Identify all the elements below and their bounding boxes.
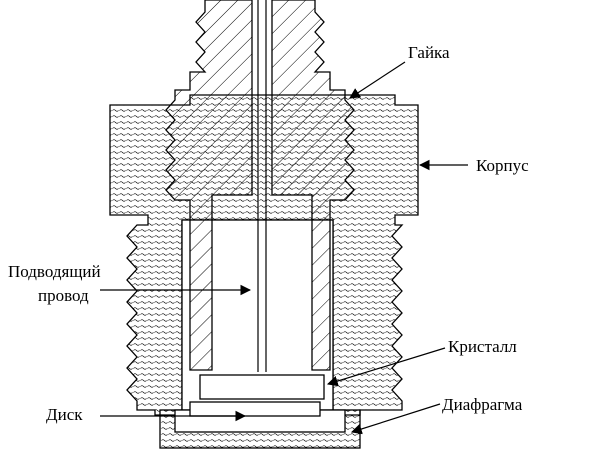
label-diaphragm: Диафрагма — [442, 395, 523, 414]
lead-wire — [257, 0, 267, 372]
label-nut: Гайка — [408, 43, 450, 62]
crystal — [199, 374, 325, 400]
disk — [189, 401, 321, 417]
crystal-arrow — [326, 347, 446, 387]
label-disk: Диск — [46, 405, 83, 424]
label-lead-wire-line1: Подводящий — [8, 262, 101, 281]
label-lead-wire-line2: провод — [38, 286, 89, 305]
label-crystal: Кристалл — [448, 337, 517, 356]
label-body: Корпус — [476, 156, 529, 175]
body-housing — [109, 94, 419, 416]
nut-arrow — [349, 61, 406, 99]
nut — [165, 0, 355, 371]
diaphragm-arrow — [350, 403, 441, 435]
